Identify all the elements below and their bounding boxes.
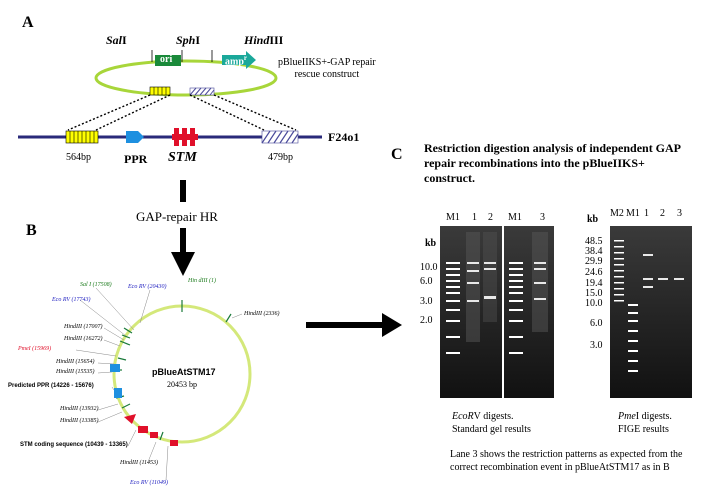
hind-15535-site: HindIII (15535)	[56, 369, 95, 375]
gel1-lane-2: 2	[488, 212, 493, 223]
ppr-label: PPR	[124, 152, 148, 166]
sphi-site-label: SphI	[176, 33, 201, 47]
gel1-marker-10: 10.0	[420, 262, 438, 273]
gel2-marker-6: 6.0	[590, 318, 603, 329]
ecorv-left-site: Eco RV (17743)	[52, 297, 91, 303]
gel1-lane-3: 3	[540, 212, 545, 223]
hind-16272-site: HindIII (16272)	[64, 336, 103, 342]
sali-site-label: SalI	[106, 33, 127, 47]
gap-repair-hr-label: GAP-repair HR	[136, 209, 218, 224]
plasmid-name: pBlueAtSTM17	[152, 367, 216, 377]
right-homology-bp: 479bp	[268, 152, 293, 163]
gel1-lane-1: 1	[472, 212, 477, 223]
left-homology-bp: 564bp	[66, 152, 91, 163]
gel2-marker-10: 10.0	[585, 298, 603, 309]
hindiii-site-label: HindIII	[244, 33, 284, 47]
construct-name: pBlueIIKS+-GAP repair rescue construct	[278, 57, 376, 80]
stm-label: STM	[168, 150, 197, 165]
ppr-arrow-shape	[126, 131, 144, 143]
amp-label: ampr	[225, 54, 248, 68]
panel-c-letter: C	[391, 146, 403, 163]
lane3-note: Lane 3 shows the restriction patterns as…	[450, 449, 683, 473]
gel2-marker-19: 19.4	[585, 278, 603, 289]
gel2-marker-15: 15.0	[585, 288, 603, 299]
gel2-lane-m1: M1	[626, 208, 640, 219]
panel-b-letter: B	[26, 222, 37, 239]
gel2-lane-2: 2	[660, 208, 665, 219]
gel2-marker-29: 29.9	[585, 256, 603, 267]
gel2-marker-3: 3.0	[590, 340, 603, 351]
ori-label: ori	[160, 54, 173, 65]
construct-blue-homology	[189, 87, 215, 96]
gel2-kb: kb	[587, 214, 599, 225]
hind-15654-site: HindIII (15654)	[56, 359, 95, 365]
gel2-lane-3: 3	[677, 208, 682, 219]
gel1-lane-m1b: M1	[508, 212, 522, 223]
gel2-lane-m2: M2	[610, 208, 624, 219]
panel-a-letter: A	[22, 14, 34, 31]
hind-2336-site: HindIII (2336)	[244, 311, 280, 317]
plasmid-size: 20453 bp	[167, 380, 197, 389]
gel1-marker-6: 6.0	[420, 276, 433, 287]
gel2-marker-48: 48.5	[585, 236, 603, 247]
hind-top-site: Hin dIII (1)	[188, 278, 216, 284]
gel2-marker-38: 38.4	[585, 246, 603, 257]
gel1-lane-m1a: M1	[446, 212, 460, 223]
panel-c-title: Restriction digestion analysis of indepe…	[424, 141, 682, 185]
gel2-lane-1: 1	[644, 208, 649, 219]
bac-label: F24o1	[328, 130, 360, 144]
gel1-kb: kb	[425, 238, 437, 249]
pme1-site: PmeI (15969)	[18, 346, 52, 352]
gel1-caption: EcoRV digests. Standard gel results	[452, 411, 531, 435]
gel1-marker-3: 3.0	[420, 296, 433, 307]
sal1-site: Sal I (17508)	[80, 282, 112, 288]
construct-yellow-homology	[149, 86, 171, 96]
gel1-marker-2: 2.0	[420, 315, 433, 326]
hind-11453-site: HindIII (11453)	[120, 460, 159, 466]
stm-coding-label: STM coding sequence (10439 - 13365)	[20, 442, 128, 448]
ecorv-top-site: Eco RV (20430)	[128, 284, 167, 290]
gel2-caption: PmeI digests. FIGE results	[618, 411, 672, 435]
hind-17007-site: HindIII (17007)	[64, 324, 103, 330]
hind-13385-site: HindIII (13385)	[60, 418, 99, 424]
predicted-ppr-label: Predicted PPR (14226 - 15676)	[8, 383, 94, 389]
hind-13932-site: HindIII (13932)	[60, 406, 99, 412]
ecorv-bottom-site: Eco RV (11049)	[130, 480, 168, 486]
gel2-marker-24: 24.6	[585, 267, 603, 278]
